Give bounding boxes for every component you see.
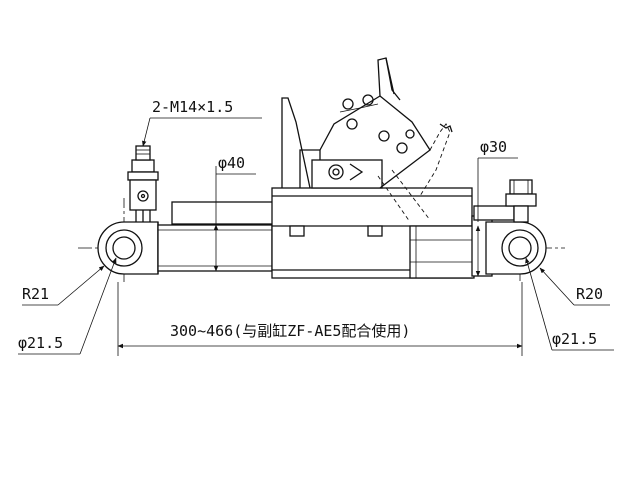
dim-bore-dia: φ30	[475, 138, 518, 277]
radius-left-label: R21	[22, 285, 49, 303]
dim-rod-dia: φ40	[213, 154, 256, 272]
piston-rod	[157, 224, 273, 272]
hole-right-label: φ21.5	[552, 330, 597, 348]
right-fitting	[505, 179, 537, 223]
hole-left-label: φ21.5	[18, 334, 63, 352]
right-eye-end	[485, 221, 547, 275]
bore-dia-label: φ30	[480, 138, 507, 156]
stroke-range-label: 300~466(与副缸ZF-AE5配合使用)	[170, 322, 410, 340]
rod-dia-label: φ40	[218, 154, 245, 172]
cylinder-body	[171, 187, 515, 279]
left-fitting	[127, 145, 159, 222]
left-eye-end	[97, 221, 159, 275]
dim-radius-right: R20	[539, 267, 610, 306]
valve-bracket	[281, 57, 453, 223]
dim-hole-left: φ21.5	[18, 257, 117, 355]
radius-right-label: R20	[576, 285, 603, 303]
dim-hole-right: φ21.5	[525, 257, 614, 351]
thread-spec-label: 2-M14×1.5	[152, 98, 233, 116]
dim-length: 300~466(与副缸ZF-AE5配合使用)	[117, 282, 523, 356]
valve-bolts	[339, 94, 415, 154]
dim-radius-left: R21	[22, 265, 105, 306]
dim-thread: 2-M14×1.5	[142, 98, 262, 147]
